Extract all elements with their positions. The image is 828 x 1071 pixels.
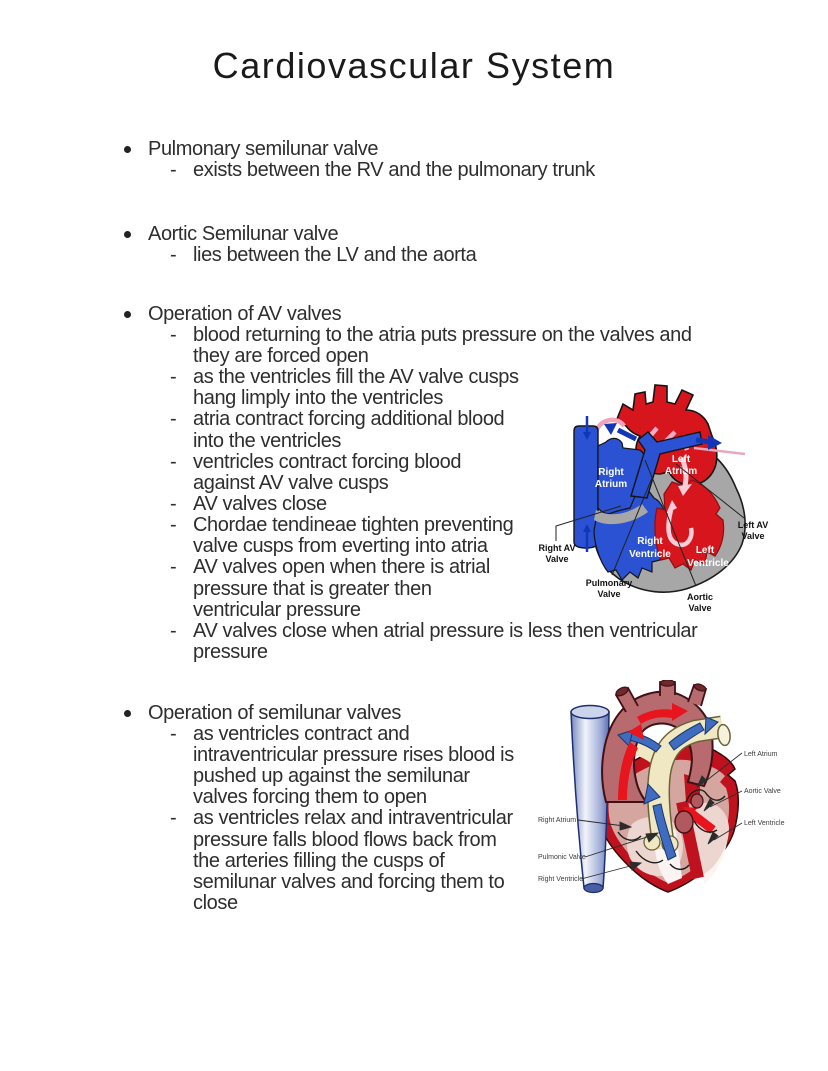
svg-text:Atrium: Atrium — [595, 479, 627, 490]
svg-text:Right Ventricle: Right Ventricle — [538, 876, 583, 883]
svg-text:Valve: Valve — [688, 603, 711, 613]
svg-text:Ventricle: Ventricle — [687, 558, 729, 569]
svg-text:Aortic Valve: Aortic Valve — [744, 788, 781, 795]
svg-text:Valve: Valve — [741, 531, 764, 541]
svg-text:Right: Right — [637, 536, 663, 547]
svg-text:Left: Left — [672, 454, 691, 465]
svg-text:Right Atrium: Right Atrium — [538, 817, 576, 824]
svg-text:Left Atrium: Left Atrium — [744, 751, 778, 758]
svg-text:Left Ventricle: Left Ventricle — [744, 820, 785, 827]
svg-text:Valve: Valve — [597, 589, 620, 599]
svg-text:Left AV: Left AV — [738, 520, 769, 530]
svg-text:Pulmonary: Pulmonary — [586, 578, 633, 588]
svg-text:Pulmonic Valve: Pulmonic Valve — [538, 854, 586, 861]
svg-text:Right: Right — [598, 467, 624, 478]
svg-text:Valve: Valve — [545, 554, 568, 564]
svg-text:Left: Left — [696, 545, 715, 556]
svg-text:Aortic: Aortic — [687, 592, 713, 602]
svg-text:Right AV: Right AV — [539, 543, 576, 553]
svg-text:Ventricle: Ventricle — [629, 549, 671, 560]
svg-text:Atrium: Atrium — [665, 466, 697, 477]
